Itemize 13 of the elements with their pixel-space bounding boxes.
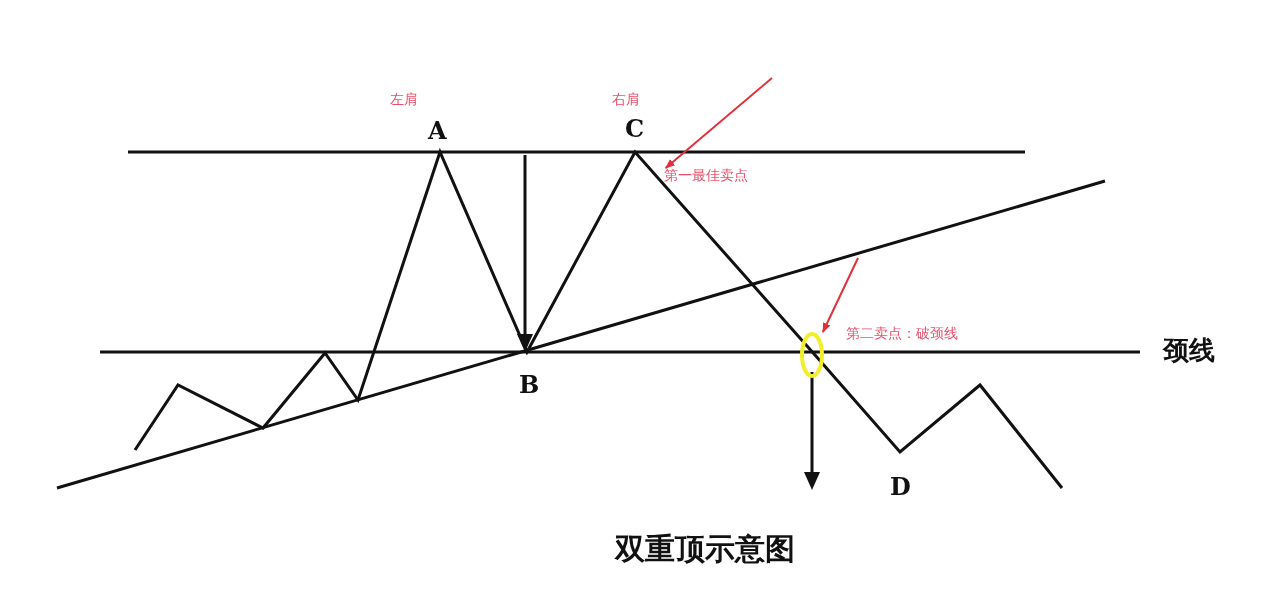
leader-arrow <box>664 77 773 169</box>
point-label: C <box>625 116 645 143</box>
caption: 双重顶示意图 <box>615 532 795 565</box>
point-label: D <box>890 474 911 501</box>
leader-arrow <box>821 257 859 333</box>
annotation-text: 第二卖点：破颈线 <box>846 326 958 342</box>
neckline-label: 颈线 <box>1163 336 1215 365</box>
point-label: B <box>519 372 540 399</box>
shoulder-label: 左肩 <box>390 92 418 108</box>
highlight-ellipse <box>800 332 824 378</box>
annotation-text: 第一最佳卖点 <box>664 168 748 184</box>
shoulder-label: 右肩 <box>612 92 640 108</box>
point-label: A <box>428 118 447 145</box>
